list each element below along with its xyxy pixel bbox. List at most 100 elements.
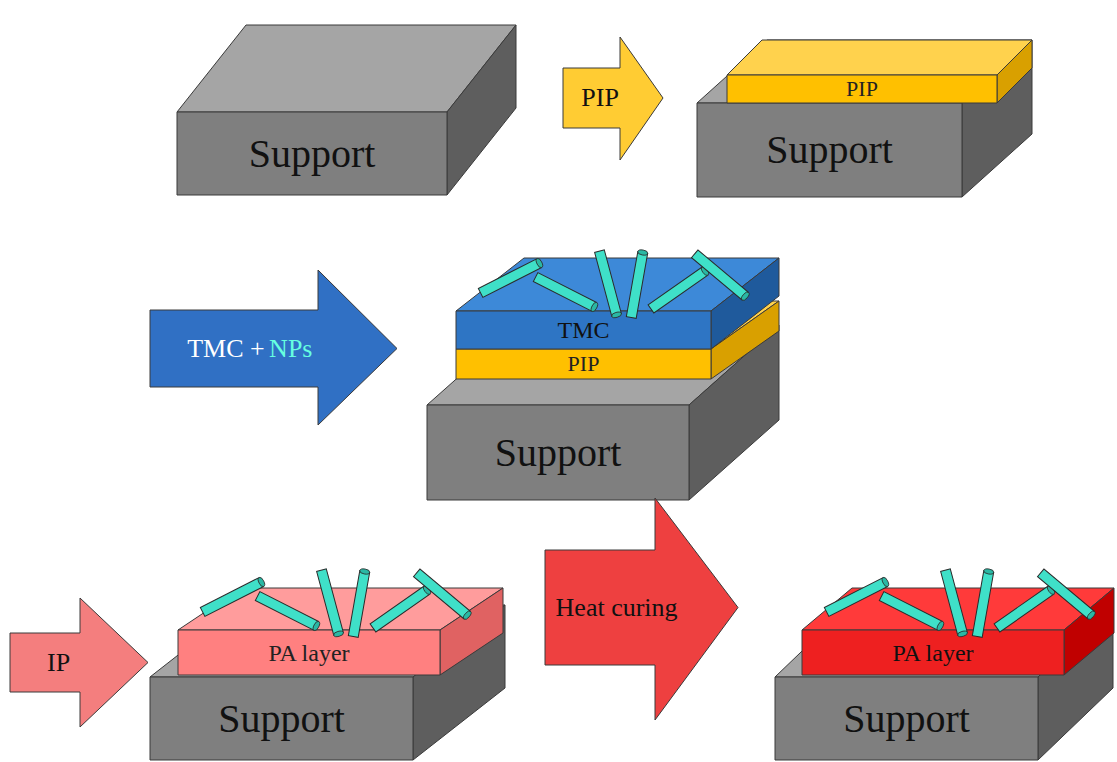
- top-face: [150, 605, 505, 677]
- top-face: [727, 40, 1032, 75]
- layer-label: PA layer: [892, 641, 973, 665]
- process-arrow: PIP: [563, 37, 663, 160]
- nanoparticle-rod: [626, 249, 648, 318]
- top-face: [697, 40, 1032, 103]
- shape-outline: [456, 258, 779, 349]
- rod-end: [257, 576, 266, 587]
- rod-end: [590, 301, 599, 312]
- nanoparticle-rod: [1038, 569, 1097, 621]
- rod-body: [692, 250, 749, 300]
- rod-end: [611, 311, 622, 318]
- nanoparticle-rod: [692, 250, 751, 302]
- step-label: TMC +: [187, 336, 265, 362]
- step-label: IP: [47, 650, 70, 676]
- nanoparticle-rod: [414, 569, 473, 621]
- front-face: [727, 75, 997, 103]
- nanoparticle-rod: [972, 568, 994, 637]
- support-block: Support: [177, 25, 516, 195]
- rod-end: [462, 610, 472, 621]
- front-face: [150, 677, 413, 760]
- rod-body: [414, 569, 471, 619]
- side-face: [962, 40, 1032, 197]
- text-area: PIP: [563, 68, 637, 128]
- side-face: [689, 325, 779, 500]
- layer-label: PIP: [846, 78, 878, 100]
- rod-end: [936, 620, 945, 631]
- nanoparticle-rod: [317, 569, 344, 638]
- nanoparticle-rod: [879, 592, 945, 632]
- front-face: [456, 349, 711, 379]
- layer-label: Support: [843, 699, 970, 739]
- arrow-shape: [10, 598, 148, 727]
- rod-end: [535, 257, 544, 268]
- process-arrow: Heat curing: [545, 498, 738, 720]
- text-area: TMC +NPs: [150, 310, 350, 387]
- layer-label: Support: [218, 699, 345, 739]
- nanoparticle-rod: [370, 585, 432, 632]
- pa-layer: PA layer: [802, 588, 1114, 675]
- rod-body: [824, 578, 887, 617]
- layer-label: PIP: [568, 353, 600, 375]
- side-face: [1038, 605, 1113, 760]
- rod-end: [359, 568, 370, 575]
- arrow-shape: [563, 37, 663, 160]
- layer-label: Support: [495, 433, 622, 473]
- rod-body: [317, 569, 344, 635]
- rod-body: [255, 592, 318, 631]
- rod-body: [200, 578, 263, 617]
- nanoparticle-rod: [824, 576, 890, 616]
- rod-end: [637, 249, 648, 256]
- step-label: PIP: [581, 85, 619, 111]
- rod-body: [478, 259, 541, 298]
- side-face: [447, 25, 516, 195]
- step-label: NPs: [269, 336, 312, 362]
- rod-body: [370, 586, 430, 632]
- rod-end: [740, 291, 750, 302]
- text-area: Support: [177, 112, 447, 195]
- rod-end: [333, 630, 344, 637]
- process-arrow: IP: [10, 598, 148, 727]
- front-face: [456, 311, 711, 349]
- layer-label: PA layer: [268, 641, 349, 665]
- text-area: PA layer: [802, 630, 1064, 675]
- front-face: [697, 103, 962, 197]
- text-area: Heat curing: [545, 550, 688, 665]
- arrow-shape: [545, 498, 738, 720]
- front-face: [802, 630, 1064, 675]
- nanoparticle-rod: [994, 585, 1056, 632]
- side-face: [413, 605, 505, 760]
- layer-label: Support: [249, 134, 376, 174]
- front-face: [177, 112, 447, 195]
- rod-body: [595, 250, 622, 316]
- rod-body: [533, 273, 596, 312]
- pip-layer: PIP: [727, 40, 1032, 103]
- top-face: [775, 605, 1113, 677]
- text-area: PIP: [727, 75, 997, 103]
- process-arrow: TMC +NPs: [150, 270, 397, 425]
- text-area: PA layer: [178, 630, 440, 675]
- rod-body: [348, 571, 369, 638]
- rod-body: [648, 267, 708, 313]
- layer-label: Support: [766, 130, 893, 170]
- arrow-shape: [150, 270, 397, 425]
- nanoparticle-rod: [595, 250, 622, 319]
- text-area: TMC: [456, 311, 711, 349]
- front-face: [427, 405, 689, 500]
- nanoparticle-rod: [348, 568, 370, 637]
- text-area: Support: [697, 103, 962, 197]
- rod-body: [626, 252, 647, 319]
- layer-label: TMC: [557, 318, 609, 342]
- nanoparticle-rod: [648, 266, 710, 313]
- shape-outline: [10, 598, 148, 727]
- pa-layer: PA layer: [178, 588, 503, 675]
- rod-end: [312, 620, 321, 631]
- front-face: [178, 630, 440, 675]
- step-label: Heat curing: [556, 595, 678, 621]
- text-area: Support: [150, 677, 413, 760]
- rod-body: [972, 571, 993, 638]
- nanoparticle-rod: [941, 569, 968, 638]
- rod-body: [994, 586, 1054, 632]
- nanoparticle-rod: [478, 257, 544, 297]
- nanoparticle-rod: [255, 592, 321, 632]
